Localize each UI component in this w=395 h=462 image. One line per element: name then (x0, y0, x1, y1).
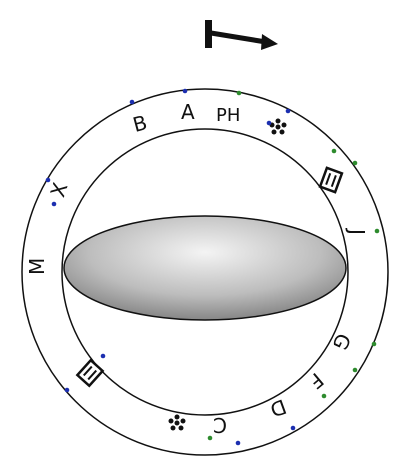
label-ph: PH (216, 105, 240, 126)
label-c: C (213, 413, 227, 437)
flower-symbol (169, 415, 186, 431)
label-a: A (181, 100, 195, 124)
label-d: D (267, 394, 290, 422)
arrow-right-icon (205, 20, 278, 50)
boxed-e-symbol (320, 168, 342, 192)
label-m: M (25, 258, 49, 275)
label-j: J (345, 227, 369, 235)
boxed-e-symbol (77, 360, 102, 386)
label-g: G (328, 330, 356, 354)
flower-symbol (270, 119, 287, 135)
label-b: B (130, 110, 149, 137)
central-disc (64, 216, 346, 320)
label-x: X (45, 179, 72, 200)
